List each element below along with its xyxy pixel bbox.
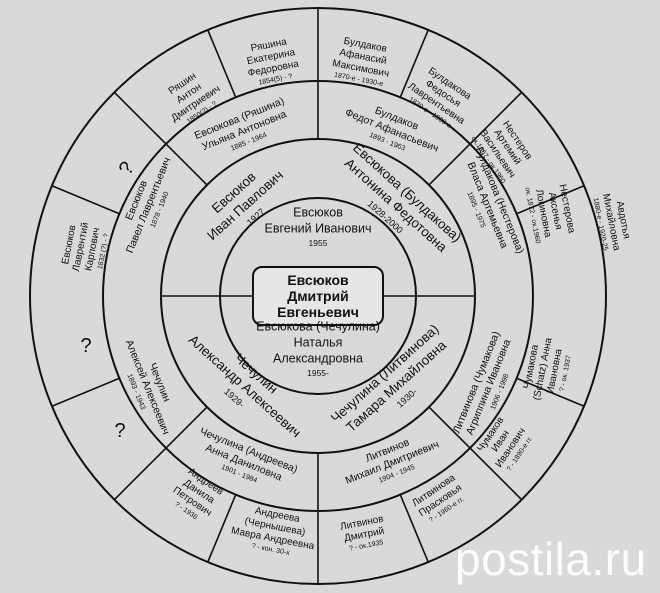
- person-q2: ?: [80, 335, 91, 357]
- person-name-line: Наталья: [294, 335, 343, 349]
- person-name-line: ?: [115, 158, 139, 180]
- person-mm: Чечулина (Литвинова)Тамара Михайловна193…: [328, 321, 449, 435]
- sector-divider: [399, 494, 429, 563]
- person-g13: Андреева(Чернышева)Мавра Андреевна? - ко…: [230, 506, 315, 557]
- center-name-line-3: Евгеньевич: [277, 304, 359, 320]
- sector-divider: [428, 406, 471, 449]
- center-name-line-1: Евсюков: [287, 272, 349, 288]
- sector-divider: [516, 377, 585, 407]
- sector-divider: [51, 185, 120, 215]
- person-name-line: Евсюков: [293, 205, 343, 219]
- sector-divider: [516, 185, 585, 215]
- person-dates: 1955: [309, 238, 328, 248]
- person-name-line: ?: [80, 335, 91, 357]
- sector-divider: [469, 91, 523, 145]
- center-name-line-2: Дмитрий: [287, 288, 349, 304]
- sector-divider: [51, 377, 120, 407]
- sector-divider: [165, 143, 208, 186]
- center-box: [252, 266, 384, 326]
- person-name-line: Александровна: [273, 351, 363, 365]
- watermark-text: postila.ru: [455, 533, 647, 585]
- sector-divider: [207, 494, 237, 563]
- person-q3: ?: [114, 420, 125, 442]
- sector-divider: [469, 447, 523, 501]
- person-name-line: Евсюкова (Чечулина): [256, 319, 380, 333]
- person-dates: 1955-: [307, 368, 329, 378]
- sector-divider: [113, 447, 167, 501]
- sector-divider: [165, 406, 208, 449]
- sector-divider: [113, 91, 167, 145]
- person-name-line: Александр Алексеевич: [186, 332, 304, 440]
- sector-divider: [428, 143, 471, 186]
- person-q1: ?: [115, 158, 139, 180]
- sector-divider: [207, 29, 237, 98]
- sector-dividers: [51, 8, 585, 584]
- sector-divider: [399, 29, 429, 98]
- person-name-line: ?: [114, 420, 125, 442]
- person-name-line: Евгений Иванович: [265, 221, 372, 235]
